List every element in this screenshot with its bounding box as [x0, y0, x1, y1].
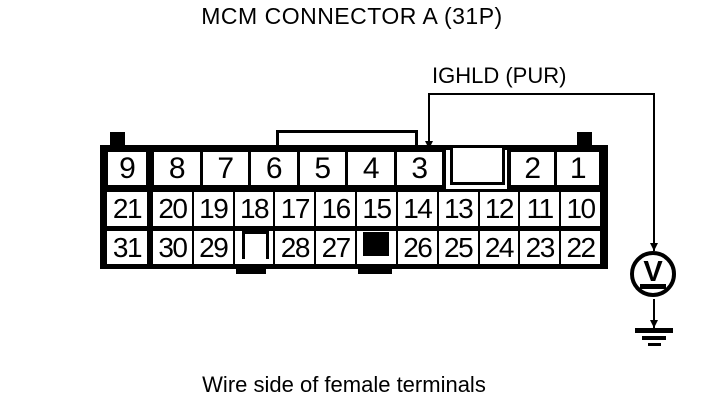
arrow-down-icon — [650, 243, 658, 251]
pin-cell-6: 6 — [251, 152, 297, 185]
pin-label: 25 — [444, 231, 474, 263]
pin-cell-11: 11 — [520, 192, 560, 226]
ground-icon — [635, 328, 673, 333]
pin-label: 10 — [566, 193, 596, 224]
pin-cell-28: 28 — [275, 231, 315, 264]
pin-cell-1: 1 — [556, 152, 599, 185]
pin-group-20-10: 20 19 18 17 16 15 14 13 12 11 10 — [150, 189, 603, 229]
pin-cell-27: 27 — [316, 231, 356, 264]
ground-line-2 — [642, 336, 666, 340]
pin-label: 13 — [444, 193, 474, 224]
blocked-shape — [363, 232, 390, 256]
ground-line-3 — [648, 343, 661, 346]
pin-label: 24 — [484, 231, 515, 263]
pin-cell-3: 3 — [396, 152, 442, 185]
pin-cell-14: 14 — [397, 192, 437, 226]
pin-group-2-1: 2 1 — [507, 148, 603, 189]
pin-label: 21 — [112, 193, 143, 224]
pin-label: 5 — [314, 152, 331, 185]
pin-label: 20 — [158, 193, 188, 224]
pin-cell-21: 21 — [104, 189, 150, 229]
pin-cell-31: 31 — [104, 228, 150, 267]
pin-label: 17 — [280, 193, 311, 224]
pin-cell-20: 20 — [153, 192, 192, 226]
pin-label: 16 — [321, 193, 352, 224]
pin-label: 1 — [569, 152, 587, 185]
pin-cell-24: 24 — [479, 231, 519, 264]
pin-group-30-22: 30 29 28 27 26 25 24 23 22 — [150, 228, 603, 267]
pin-label: 4 — [362, 152, 380, 185]
pin-label: 31 — [112, 231, 143, 263]
connector-tab-left — [110, 132, 125, 148]
pin-cell-7: 7 — [202, 152, 248, 185]
pin-cell-10: 10 — [561, 192, 600, 226]
pin-cell-30: 30 — [153, 231, 192, 264]
caption: Wire side of female terminals — [202, 372, 486, 397]
arrow-down-icon — [650, 320, 658, 328]
pin-label: 26 — [403, 231, 433, 263]
pin-cell-8: 8 — [154, 152, 200, 185]
keying-notch — [450, 148, 505, 185]
page-title: MCM CONNECTOR A (31P) — [201, 3, 503, 29]
pin-label: 14 — [403, 193, 433, 224]
pin-cell-25: 25 — [438, 231, 478, 264]
connector-tab-right — [577, 132, 592, 148]
pin-cell-16: 16 — [316, 192, 356, 226]
signal-label: IGHLD (PUR) — [432, 63, 567, 88]
pin-cell-22: 22 — [561, 231, 600, 264]
wire-segment-vertical-right — [653, 93, 655, 251]
key-cavity-cell — [234, 231, 274, 264]
pin-group-8-3: 8 7 6 5 4 3 — [150, 148, 446, 189]
pin-cell-13: 13 — [438, 192, 478, 226]
shell-bump-right — [358, 266, 392, 274]
pin-label: 6 — [265, 152, 283, 185]
wire-segment-to-ground — [653, 299, 655, 329]
pin-cell-4: 4 — [348, 152, 394, 185]
voltmeter-icon: V — [630, 251, 676, 297]
pin-cell-17: 17 — [275, 192, 315, 226]
pin-label: 12 — [484, 193, 515, 224]
voltmeter-bar — [640, 284, 666, 289]
pin-label: 28 — [280, 231, 311, 263]
pin-label: 27 — [321, 231, 352, 263]
shell-bump-left — [236, 266, 266, 274]
pin-label: 11 — [526, 193, 555, 224]
wire-segment-horizontal — [428, 93, 655, 95]
pin-cell-29: 29 — [193, 231, 233, 264]
pin-label: 9 — [119, 151, 136, 185]
pin-label: 8 — [168, 152, 186, 185]
wire-segment-vertical-left — [428, 94, 430, 149]
pin-cell-2: 2 — [511, 152, 554, 185]
pin-cell-15: 15 — [357, 192, 396, 226]
pin-cell-26: 26 — [397, 231, 437, 264]
pin-cell-5: 5 — [299, 152, 345, 185]
pin-cell-18: 18 — [234, 192, 274, 226]
pin-label: 22 — [566, 231, 596, 263]
pin-label: 19 — [199, 193, 229, 224]
pin-label: 15 — [362, 193, 392, 224]
pin-label: 2 — [524, 152, 541, 185]
pin-label: 18 — [239, 193, 270, 224]
pin-cell-23: 23 — [520, 231, 560, 264]
pin-label: 30 — [158, 231, 188, 263]
key-shape — [241, 231, 269, 259]
pin-cell-9: 9 — [104, 148, 150, 189]
pin-label: 3 — [411, 152, 428, 185]
pin-cell-12: 12 — [479, 192, 519, 226]
pin-label: 23 — [525, 231, 556, 263]
blocked-cavity-cell — [357, 231, 396, 264]
pin-label: 7 — [217, 152, 234, 185]
pin-label: 29 — [199, 231, 229, 263]
pin-cell-19: 19 — [193, 192, 233, 226]
voltmeter-symbol: V — [643, 256, 663, 288]
